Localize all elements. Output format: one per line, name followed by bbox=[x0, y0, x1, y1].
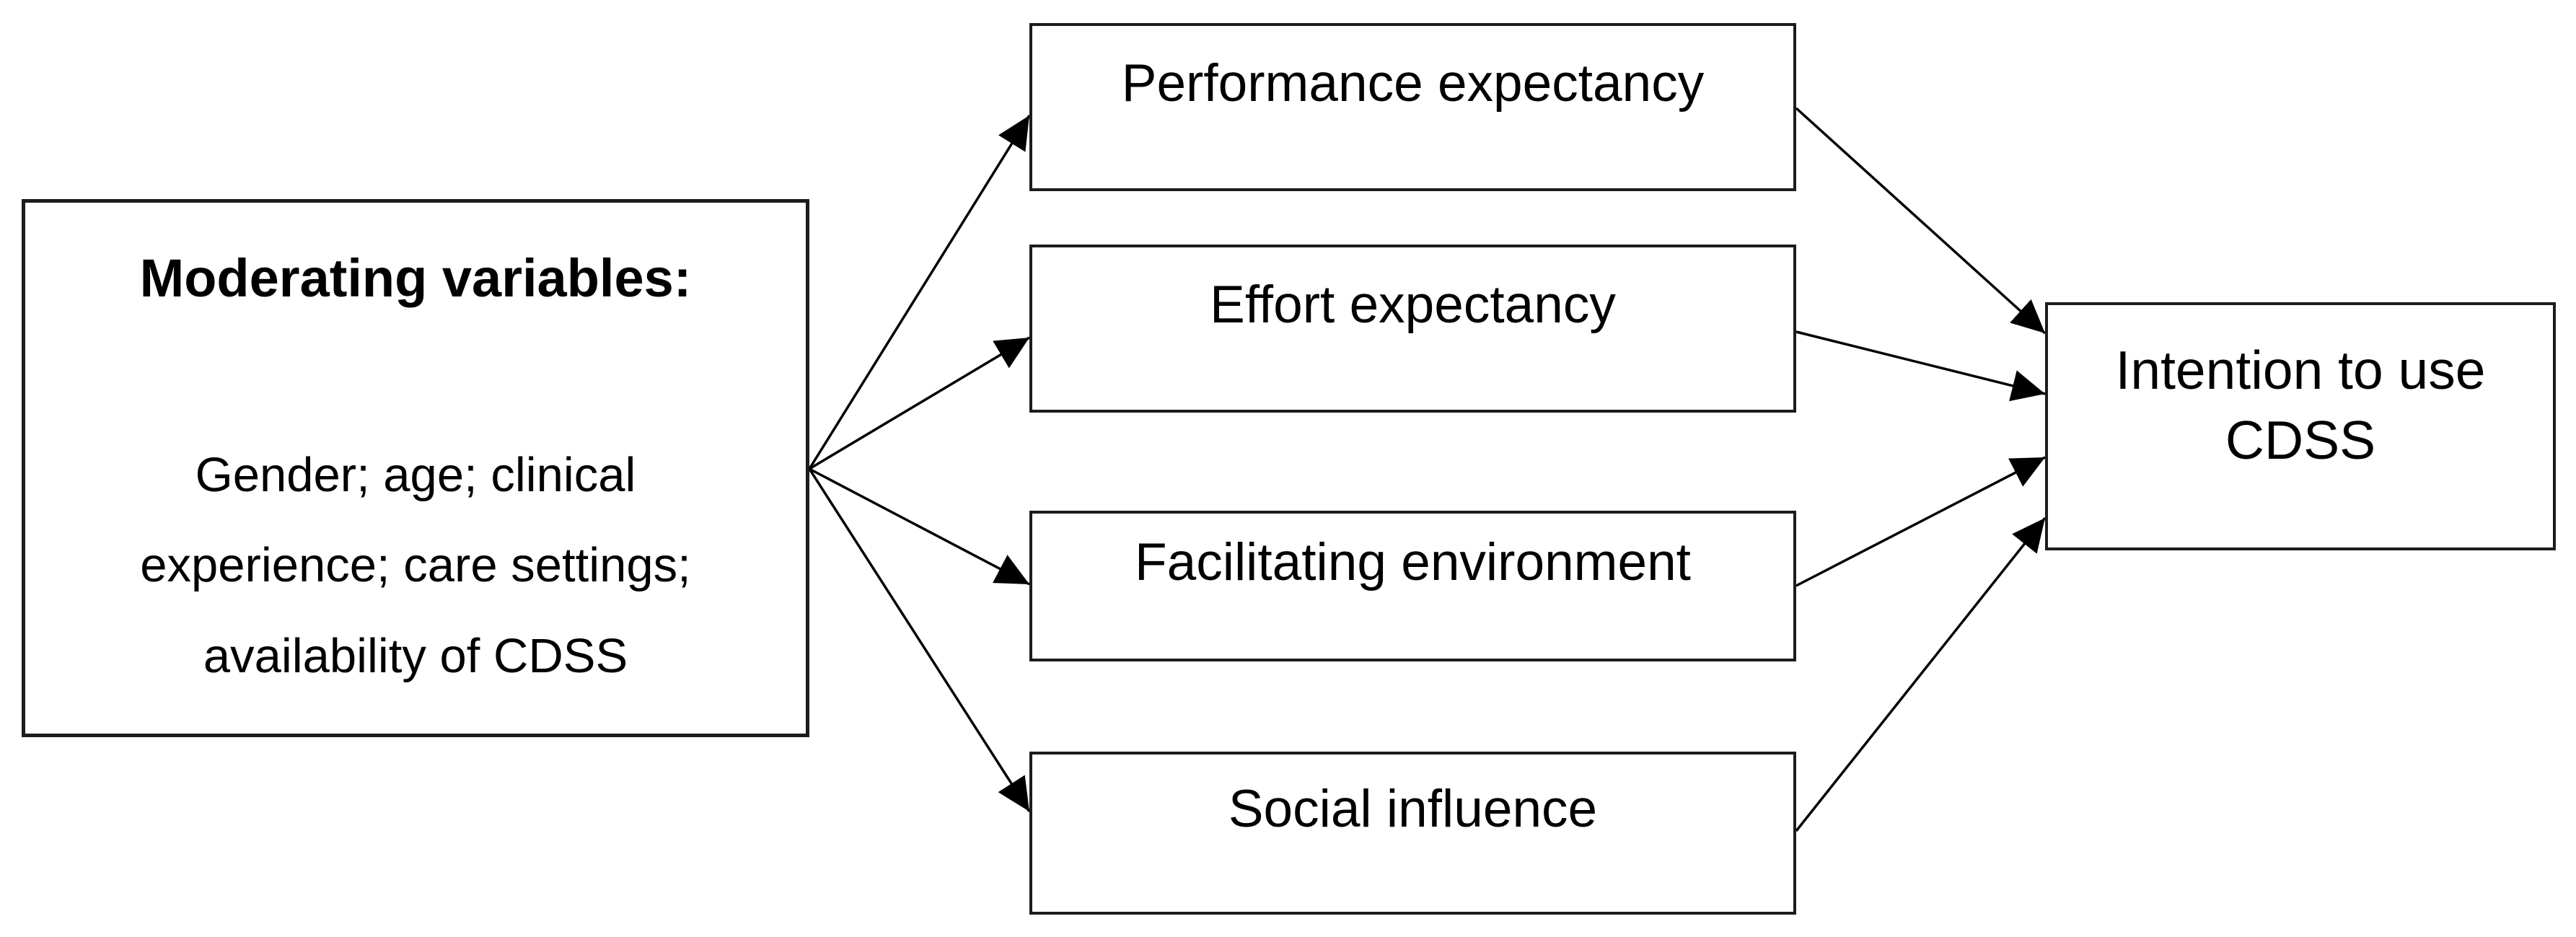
moderating-variables-line-2: experience; care settings; bbox=[140, 538, 691, 593]
arrow-moderators-to-social-influence bbox=[808, 468, 1031, 812]
arrow-moderators-to-performance-expectancy bbox=[808, 115, 1031, 470]
arrow-facilitating-environment-to-intention bbox=[1795, 456, 2046, 587]
moderating-variables-title: Moderating variables: bbox=[139, 248, 692, 308]
arrow-performance-expectancy-to-intention bbox=[1795, 107, 2047, 335]
factor-box-social-influence: Social influence bbox=[1029, 752, 1796, 915]
factor-label-performance-expectancy: Performance expectancy bbox=[1121, 53, 1705, 113]
moderating-variables-line-3: availability of CDSS bbox=[203, 628, 628, 683]
arrow-social-influence-to-intention bbox=[1795, 516, 2047, 832]
factor-label-effort-expectancy: Effort expectancy bbox=[1210, 275, 1616, 334]
arrow-effort-expectancy-to-intention bbox=[1795, 330, 2046, 402]
arrow-moderators-to-facilitating-environment bbox=[809, 467, 1030, 586]
outcome-label-line-1: Intention to use bbox=[2115, 339, 2486, 400]
arrow-moderators-to-effort-expectancy bbox=[809, 336, 1030, 470]
outcome-label-line-2: CDSS bbox=[2225, 410, 2376, 470]
factor-box-effort-expectancy: Effort expectancy bbox=[1029, 245, 1796, 413]
factor-label-social-influence: Social influence bbox=[1228, 780, 1598, 839]
factor-box-performance-expectancy: Performance expectancy bbox=[1029, 23, 1796, 191]
factor-box-facilitating-environment: Facilitating environment bbox=[1029, 511, 1796, 661]
moderating-variables-list: Gender; age; clinical experience; care s… bbox=[140, 430, 690, 701]
outcome-box-intention-to-use-cdss: Intention to use CDSS bbox=[2045, 302, 2556, 550]
moderating-variables-line-1: Gender; age; clinical bbox=[195, 448, 636, 503]
moderating-variables-box: Moderating variables: Gender; age; clini… bbox=[22, 199, 809, 737]
factor-label-facilitating-environment: Facilitating environment bbox=[1135, 532, 1691, 591]
